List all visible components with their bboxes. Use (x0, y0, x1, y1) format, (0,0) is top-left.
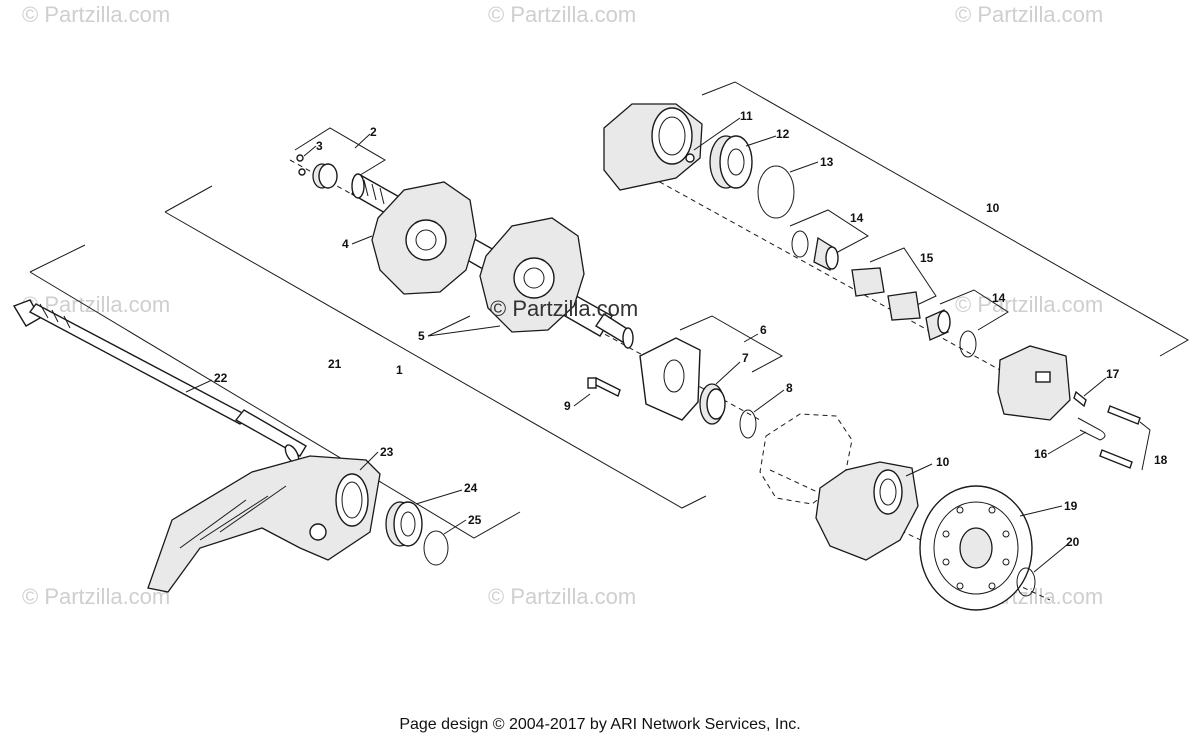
callout-12: 12 (776, 127, 790, 141)
callout-15: 15 (920, 251, 934, 265)
part-14-spacer-top (791, 230, 839, 271)
leader-9 (573, 393, 591, 407)
callout-17: 17 (1106, 367, 1120, 381)
callout-3: 3 (316, 139, 323, 153)
part-8-retaining-ring (739, 409, 757, 439)
watermark-mid-right: © Partzilla.com (955, 292, 1104, 317)
watermark-top-right: © Partzilla.com (955, 2, 1104, 27)
part-10-bearing-housing-upper (603, 103, 703, 191)
bracket-part-21 (29, 244, 521, 539)
callout-10-bottom: 10 (936, 455, 950, 469)
leader-22 (185, 379, 213, 393)
bracket-part-1 (164, 185, 707, 509)
leader-25 (443, 519, 467, 535)
part-24-bearing (385, 501, 423, 547)
callout-1: 1 (396, 363, 403, 377)
leader-6 (743, 333, 759, 343)
watermark-top-left: © Partzilla.com (22, 2, 171, 27)
bracket-part-14-top (789, 209, 869, 255)
watermark-bottom-left: © Partzilla.com (22, 584, 171, 609)
leader-12 (745, 135, 777, 147)
callout-16: 16 (1034, 447, 1048, 461)
callout-24: 24 (464, 481, 478, 495)
watermark-top-center: © Partzilla.com (488, 2, 637, 27)
leader-3 (303, 145, 317, 157)
bracket-part-6 (679, 315, 784, 373)
part-7-seal (699, 383, 726, 425)
part-22-jackshaft (12, 299, 307, 464)
callout-4: 4 (342, 237, 349, 251)
part-10-bearing-housing-lower (815, 461, 919, 561)
bracket-part-14-bottom (939, 289, 1009, 331)
callout-10-top: 10 (986, 201, 1000, 215)
leader-7 (715, 361, 741, 385)
callout-2: 2 (370, 125, 377, 139)
watermark-bottom-center: © Partzilla.com (488, 584, 637, 609)
bracket-part-15 (869, 247, 937, 313)
part-15-brake-pads (851, 267, 921, 321)
callout-9: 9 (564, 399, 571, 413)
bracket-part-2 (294, 127, 386, 181)
part-5-sprocket-left (371, 181, 477, 295)
leader-17 (1083, 377, 1107, 397)
leader-20 (1033, 543, 1069, 573)
page-footer: Page design © 2004-2017 by ARI Network S… (399, 716, 801, 733)
part-11-bolt-small (685, 153, 695, 163)
leader-2 (354, 133, 371, 149)
part-9-bolt (587, 377, 621, 397)
part-5-sprocket-right (479, 217, 585, 333)
leader-19 (1019, 505, 1063, 517)
callout-8: 8 (786, 381, 793, 395)
part-caliper-upper-right (997, 345, 1071, 421)
callout-21: 21 (328, 357, 342, 371)
bracket-part-18 (1139, 421, 1151, 471)
callout-5: 5 (418, 329, 425, 343)
leader-24 (415, 489, 463, 505)
leader-23 (359, 451, 379, 471)
part-19-brake-disc (919, 485, 1033, 611)
callout-22: 22 (214, 371, 228, 385)
part-23-drive-arm (147, 455, 381, 593)
callout-18: 18 (1154, 453, 1168, 467)
leader-5 (427, 315, 501, 337)
callout-13: 13 (820, 155, 834, 169)
leader-4 (351, 235, 373, 245)
callout-19: 19 (1064, 499, 1078, 513)
callout-25: 25 (468, 513, 482, 527)
part-20-snap-ring (1016, 567, 1036, 597)
part-25-snap-ring (423, 530, 449, 566)
callout-7: 7 (742, 351, 749, 365)
part-13-snap-ring (757, 165, 795, 219)
callout-11: 11 (740, 109, 753, 123)
callout-20: 20 (1066, 535, 1080, 549)
leader-16 (1047, 431, 1087, 455)
callout-14-bottom: 14 (992, 291, 1006, 305)
part-16-pin-clip (1077, 417, 1106, 441)
part-3-plug (296, 154, 306, 176)
callout-23: 23 (380, 445, 394, 459)
leader-8 (753, 389, 785, 413)
leader-10b (905, 463, 933, 477)
callout-6: 6 (760, 323, 767, 337)
part-12-bearing (709, 135, 753, 189)
part-14-spacer-bottom (925, 309, 977, 358)
watermark-center: © Partzilla.com (490, 296, 639, 321)
leader-11 (693, 117, 741, 151)
part-6-seal-plate (639, 337, 701, 421)
bracket-part-10-top (701, 81, 1190, 357)
leader-13 (789, 161, 819, 173)
part-17-bleeder (1073, 390, 1087, 408)
callout-14-top: 14 (850, 211, 864, 225)
part-18-bolts (1099, 405, 1141, 469)
part-2-cap (312, 163, 338, 189)
centerline-caliper (769, 469, 1051, 601)
